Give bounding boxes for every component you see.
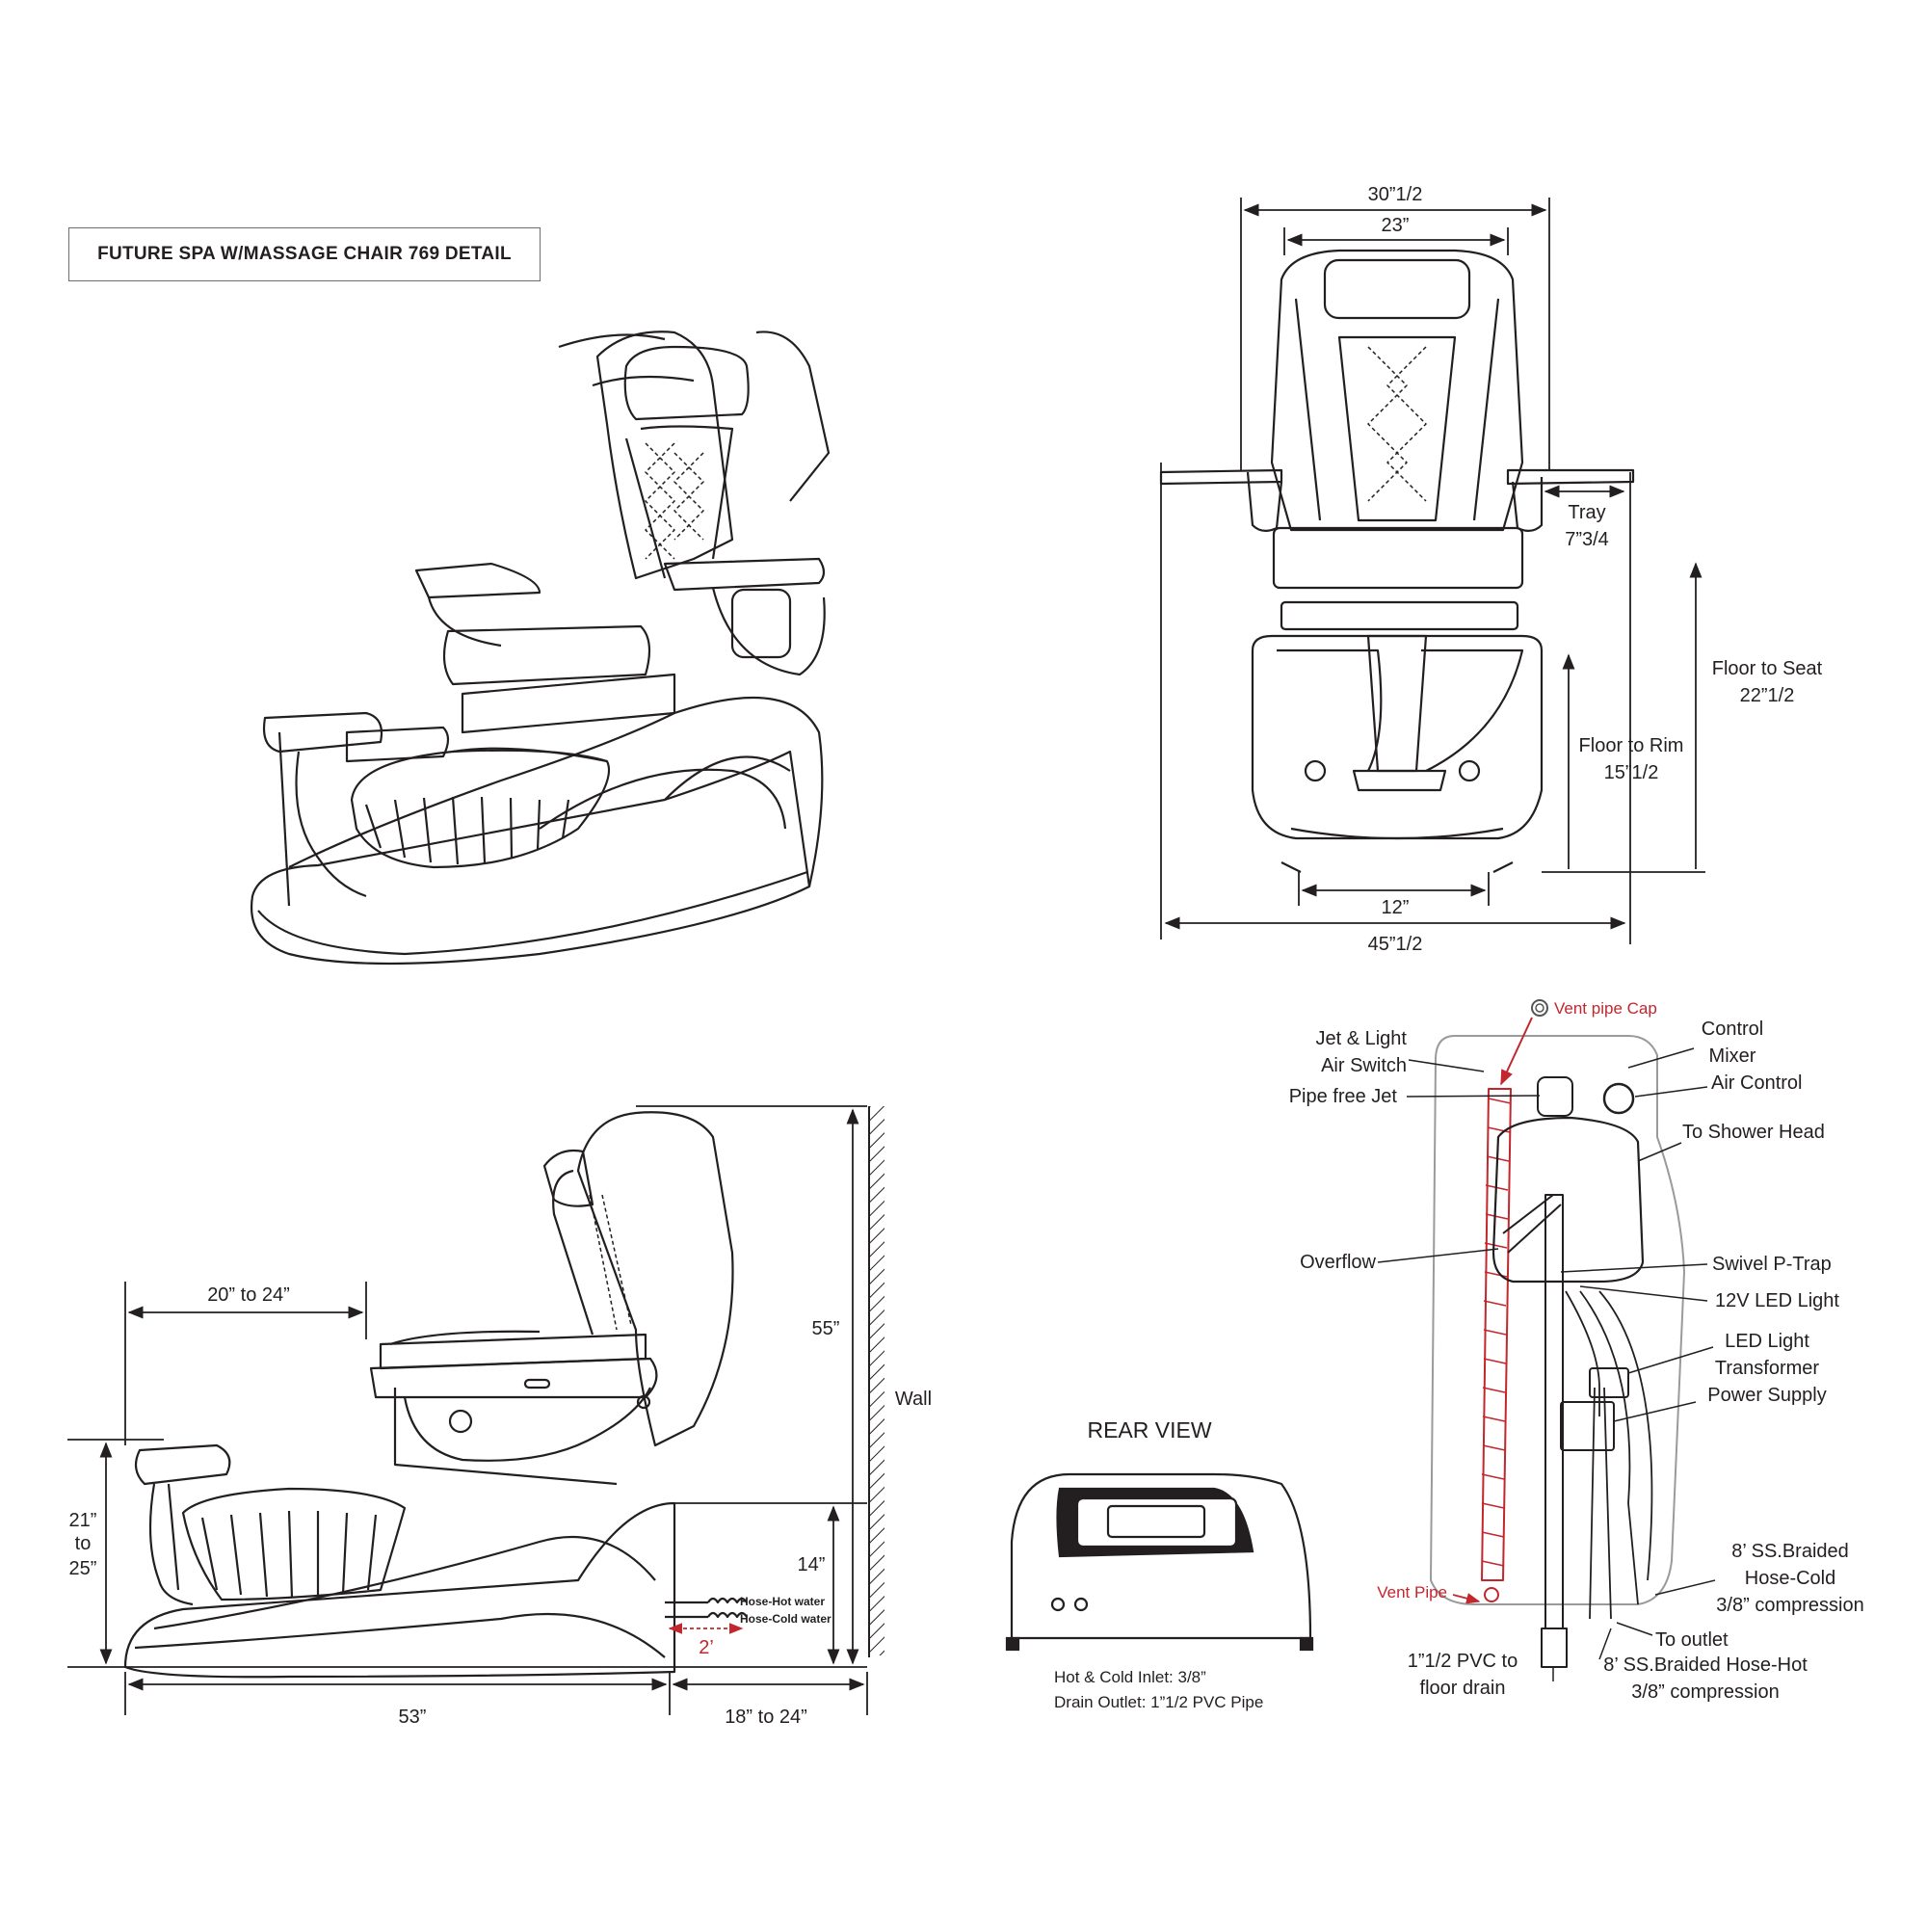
tray-label: Tray — [1568, 502, 1605, 523]
rear-view-title: REAR VIEW — [1087, 1417, 1211, 1442]
hose-hot-label-1: 8’ SS.Braided Hose-Hot — [1603, 1654, 1808, 1676]
hose-cold-label-2: Hose-Cold — [1745, 1568, 1835, 1589]
footrest-height-line-2: to — [75, 1533, 92, 1554]
shower-head-label: To Shower Head — [1682, 1122, 1825, 1143]
transformer-label-2: Transformer — [1715, 1358, 1820, 1379]
jet-light-label-2: Air Switch — [1321, 1055, 1407, 1076]
length-label: 53” — [399, 1707, 427, 1728]
floor-to-rim-value: 15”1/2 — [1604, 762, 1659, 783]
back-width-label: 23” — [1382, 215, 1410, 236]
pvc-label-1: 1”1/2 PVC to — [1408, 1651, 1518, 1672]
hose-cold-label-3: 3/8” compression — [1716, 1595, 1863, 1616]
led-light-label: 12V LED Light — [1715, 1290, 1839, 1311]
jet-light-label-1: Jet & Light — [1315, 1028, 1407, 1049]
p-trap-label: Swivel P-Trap — [1712, 1254, 1832, 1275]
overall-width-label: 30”1/2 — [1368, 184, 1423, 205]
isometric-chair-drawing — [251, 331, 831, 966]
to-outlet-label: To outlet — [1655, 1629, 1729, 1651]
tray-value: 7”3/4 — [1565, 529, 1609, 550]
base-width-label: 12” — [1382, 897, 1410, 918]
page-title: FUTURE SPA W/MASSAGE CHAIR 769 DETAIL — [97, 244, 512, 264]
height-label: 55” — [812, 1318, 840, 1339]
rear-note-drain: Drain Outlet: 1”1/2 PVC Pipe — [1054, 1693, 1263, 1711]
wall-label: Wall — [895, 1389, 932, 1410]
footrest-height-line-1: 21” — [69, 1510, 97, 1531]
vent-pipe-cap-label: Vent pipe Cap — [1554, 999, 1657, 1018]
vent-pipe-label: Vent Pipe — [1377, 1583, 1447, 1601]
floor-to-rim-label: Floor to Rim — [1579, 735, 1684, 756]
rear-view-drawing — [1005, 1472, 1314, 1652]
side-view-labels: 20” to 24” 55” Wall 21” to 25” 14” Hose-… — [69, 1284, 933, 1728]
wall-hatch — [869, 1106, 884, 1655]
footrest-reach-label: 20” to 24” — [207, 1284, 290, 1306]
title-box: FUTURE SPA W/MASSAGE CHAIR 769 DETAIL — [68, 227, 541, 281]
wall-clearance-label: 18” to 24” — [725, 1707, 807, 1728]
rear-view-labels: REAR VIEW Hot & Cold Inlet: 3/8” Drain O… — [1054, 1417, 1263, 1711]
hose-cold-label: Hose-Cold water — [740, 1612, 832, 1626]
transformer-label-1: LED Light — [1725, 1331, 1809, 1352]
overflow-label: Overflow — [1300, 1252, 1376, 1273]
plumbing-labels: Vent pipe Cap Jet & Light Air Switch Pip… — [1289, 999, 1864, 1703]
footrest-height-line-3: 25” — [69, 1558, 97, 1579]
floor-to-seat-label: Floor to Seat — [1712, 658, 1823, 679]
inlet-height-label: 14” — [798, 1554, 826, 1575]
floor-to-seat-value: 22”1/2 — [1740, 685, 1795, 706]
hose-hot-label: Hose-Hot water — [740, 1595, 825, 1608]
pipe-free-jet-label: Pipe free Jet — [1289, 1086, 1398, 1107]
control-label-2: Mixer — [1709, 1045, 1756, 1067]
air-control-label: Air Control — [1711, 1072, 1802, 1094]
pvc-label-2: floor drain — [1420, 1678, 1506, 1699]
side-view-dimensions — [67, 1105, 868, 1715]
hose-cold-label-1: 8’ SS.Braided — [1731, 1541, 1849, 1562]
front-view-labels: 30”1/2 23” Tray 7”3/4 Floor to Seat 22”1… — [1368, 184, 1823, 955]
transformer-label-3: Power Supply — [1707, 1385, 1826, 1406]
hose-hot-label-2: 3/8” compression — [1631, 1681, 1779, 1703]
side-view-drawing — [123, 1111, 748, 1679]
rear-note-inlet: Hot & Cold Inlet: 3/8” — [1054, 1668, 1206, 1686]
front-view-drawing — [1159, 249, 1635, 873]
hose-gap-label: 2’ — [699, 1637, 714, 1658]
control-label-1: Control — [1702, 1019, 1763, 1040]
plumbing-diagram — [1377, 999, 1716, 1681]
front-view-dimensions — [1160, 198, 1705, 944]
total-width-label: 45”1/2 — [1368, 934, 1423, 955]
